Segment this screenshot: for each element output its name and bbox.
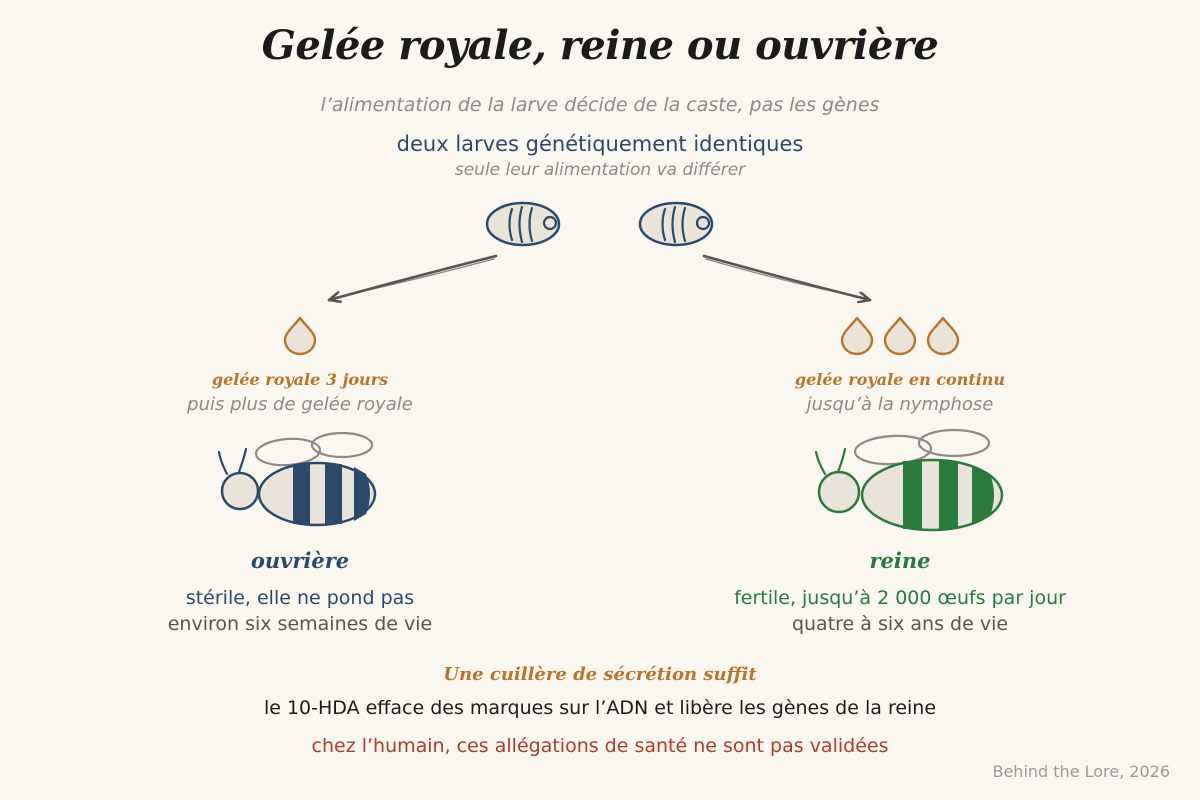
footer-text: le 10-HDA efface des marques sur l’ADN e… [263, 697, 937, 719]
footer-title: Une cuillère de sécrétion suffit [443, 664, 757, 685]
intro-text: deux larves génétiquement identiques [396, 132, 804, 156]
worker-lifespan: environ six semaines de vie [167, 613, 433, 635]
queen-bee-icon [814, 428, 1004, 532]
queen-caste-name: reine [869, 548, 931, 573]
intro-subtext: seule leur alimentation va différer [454, 160, 746, 180]
queen-description: fertile, jusqu’à 2 000 œufs par jour [734, 587, 1066, 609]
jelly-drop-icon [926, 316, 960, 356]
jelly-drop-icon [883, 316, 917, 356]
worker-jelly-label: gelée royale 3 jours [211, 370, 389, 389]
jelly-drop-icon [840, 316, 874, 356]
page-subtitle: l’alimentation de la larve décide de la … [320, 94, 880, 116]
worker-caste-name: ouvrière [250, 548, 350, 573]
queen-lifespan: quatre à six ans de vie [791, 613, 1009, 635]
larva-right-icon [638, 201, 714, 247]
footer-warning: chez l’humain, ces allégations de santé … [311, 735, 889, 757]
page-title: Gelée royale, reine ou ouvrière [261, 22, 939, 69]
queen-jelly-label: gelée royale en continu [794, 370, 1006, 389]
larva-left-icon [485, 201, 561, 247]
jelly-drop-icon [283, 316, 317, 356]
worker-bee-icon [217, 431, 377, 527]
worker-jelly-sub: puis plus de gelée royale [187, 394, 413, 415]
queen-jelly-sub: jusqu’à la nymphose [806, 394, 994, 415]
credit-text: Behind the Lore, 2026 [992, 762, 1170, 781]
worker-description: stérile, elle ne pond pas [185, 587, 415, 609]
